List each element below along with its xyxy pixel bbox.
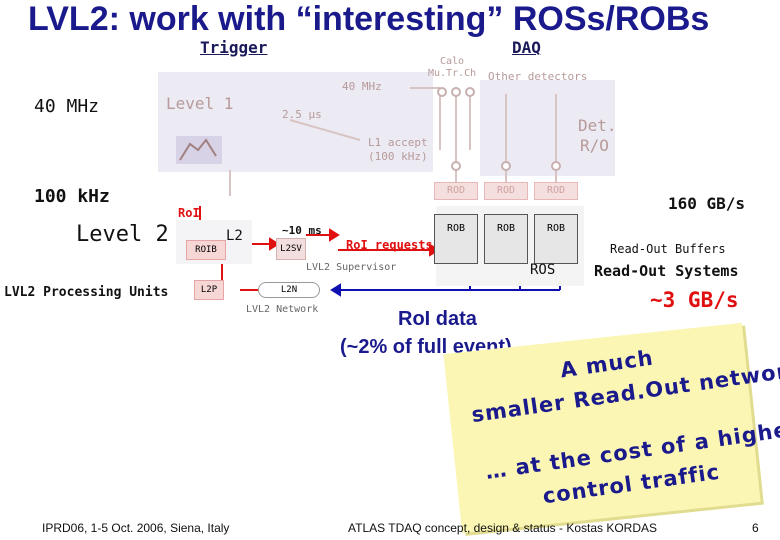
faded-40mhz: 40 MHz bbox=[342, 80, 382, 93]
roi-label: RoI bbox=[178, 206, 200, 220]
faded-det: Det. bbox=[578, 116, 617, 135]
faded-level1: Level 1 bbox=[166, 94, 234, 113]
faded-l1accept: L1 accept bbox=[368, 136, 428, 149]
detector-faded-panel bbox=[480, 80, 615, 176]
footer-conference: IPRD06, 1-5 Oct. 2006, Siena, Italy bbox=[42, 521, 230, 535]
trigger-header: Trigger bbox=[200, 38, 268, 57]
footer-author: ATLAS TDAQ concept, design & status - Ko… bbox=[348, 521, 658, 535]
rod-box-2: ROD bbox=[484, 182, 528, 200]
rod-box-1: ROD bbox=[434, 182, 478, 200]
bandwidth-3: ~3 GB/s bbox=[650, 288, 739, 312]
lvl2-latency: ~10 ms bbox=[282, 224, 322, 237]
roi-requests-label: RoI requests bbox=[346, 238, 433, 252]
roi-data-title: RoI data bbox=[398, 308, 477, 330]
roib-box: ROIB bbox=[186, 240, 226, 260]
faded-calo: Calo bbox=[440, 56, 465, 67]
l2p-box: L2P bbox=[194, 280, 224, 300]
read-out-systems-label: Read-Out Systems bbox=[594, 262, 739, 280]
lvl2-processing-units: LVL2 Processing Units bbox=[4, 285, 169, 300]
faded-other-detectors: Other detectors bbox=[488, 70, 588, 83]
l2-label: L2 bbox=[226, 228, 243, 244]
bandwidth-160: 160 GB/s bbox=[668, 194, 746, 213]
daq-header: DAQ bbox=[512, 38, 541, 57]
footer-page-number: 6 bbox=[752, 521, 759, 535]
lvl2-network-label: LVL2 Network bbox=[246, 304, 319, 315]
rod-box-3: ROD bbox=[534, 182, 578, 200]
l2sv-box: L2SV bbox=[276, 238, 306, 260]
faded-ro: R/O bbox=[580, 136, 609, 155]
slide-title: LVL2: work with “interesting” ROSs/ROBs bbox=[28, 0, 710, 38]
faded-latency: 2.5 µs bbox=[282, 108, 322, 121]
level2-label: Level 2 bbox=[76, 222, 169, 247]
faded-l1rate: (100 kHz) bbox=[368, 150, 428, 163]
read-out-buffers-label: Read-Out Buffers bbox=[610, 242, 726, 256]
l2n-network-node: L2N bbox=[258, 282, 320, 298]
rate-40mhz: 40 MHz bbox=[34, 96, 100, 117]
rob-box-1: ROB bbox=[434, 214, 478, 264]
rob-box-3: ROB bbox=[534, 214, 578, 264]
faded-mutrch: Mu.Tr.Ch bbox=[428, 68, 477, 79]
rate-100khz: 100 kHz bbox=[34, 186, 110, 207]
rob-box-2: ROB bbox=[484, 214, 528, 264]
lvl2-supervisor-label: LVL2 Supervisor bbox=[306, 262, 397, 273]
ros-label: ROS bbox=[530, 262, 556, 278]
